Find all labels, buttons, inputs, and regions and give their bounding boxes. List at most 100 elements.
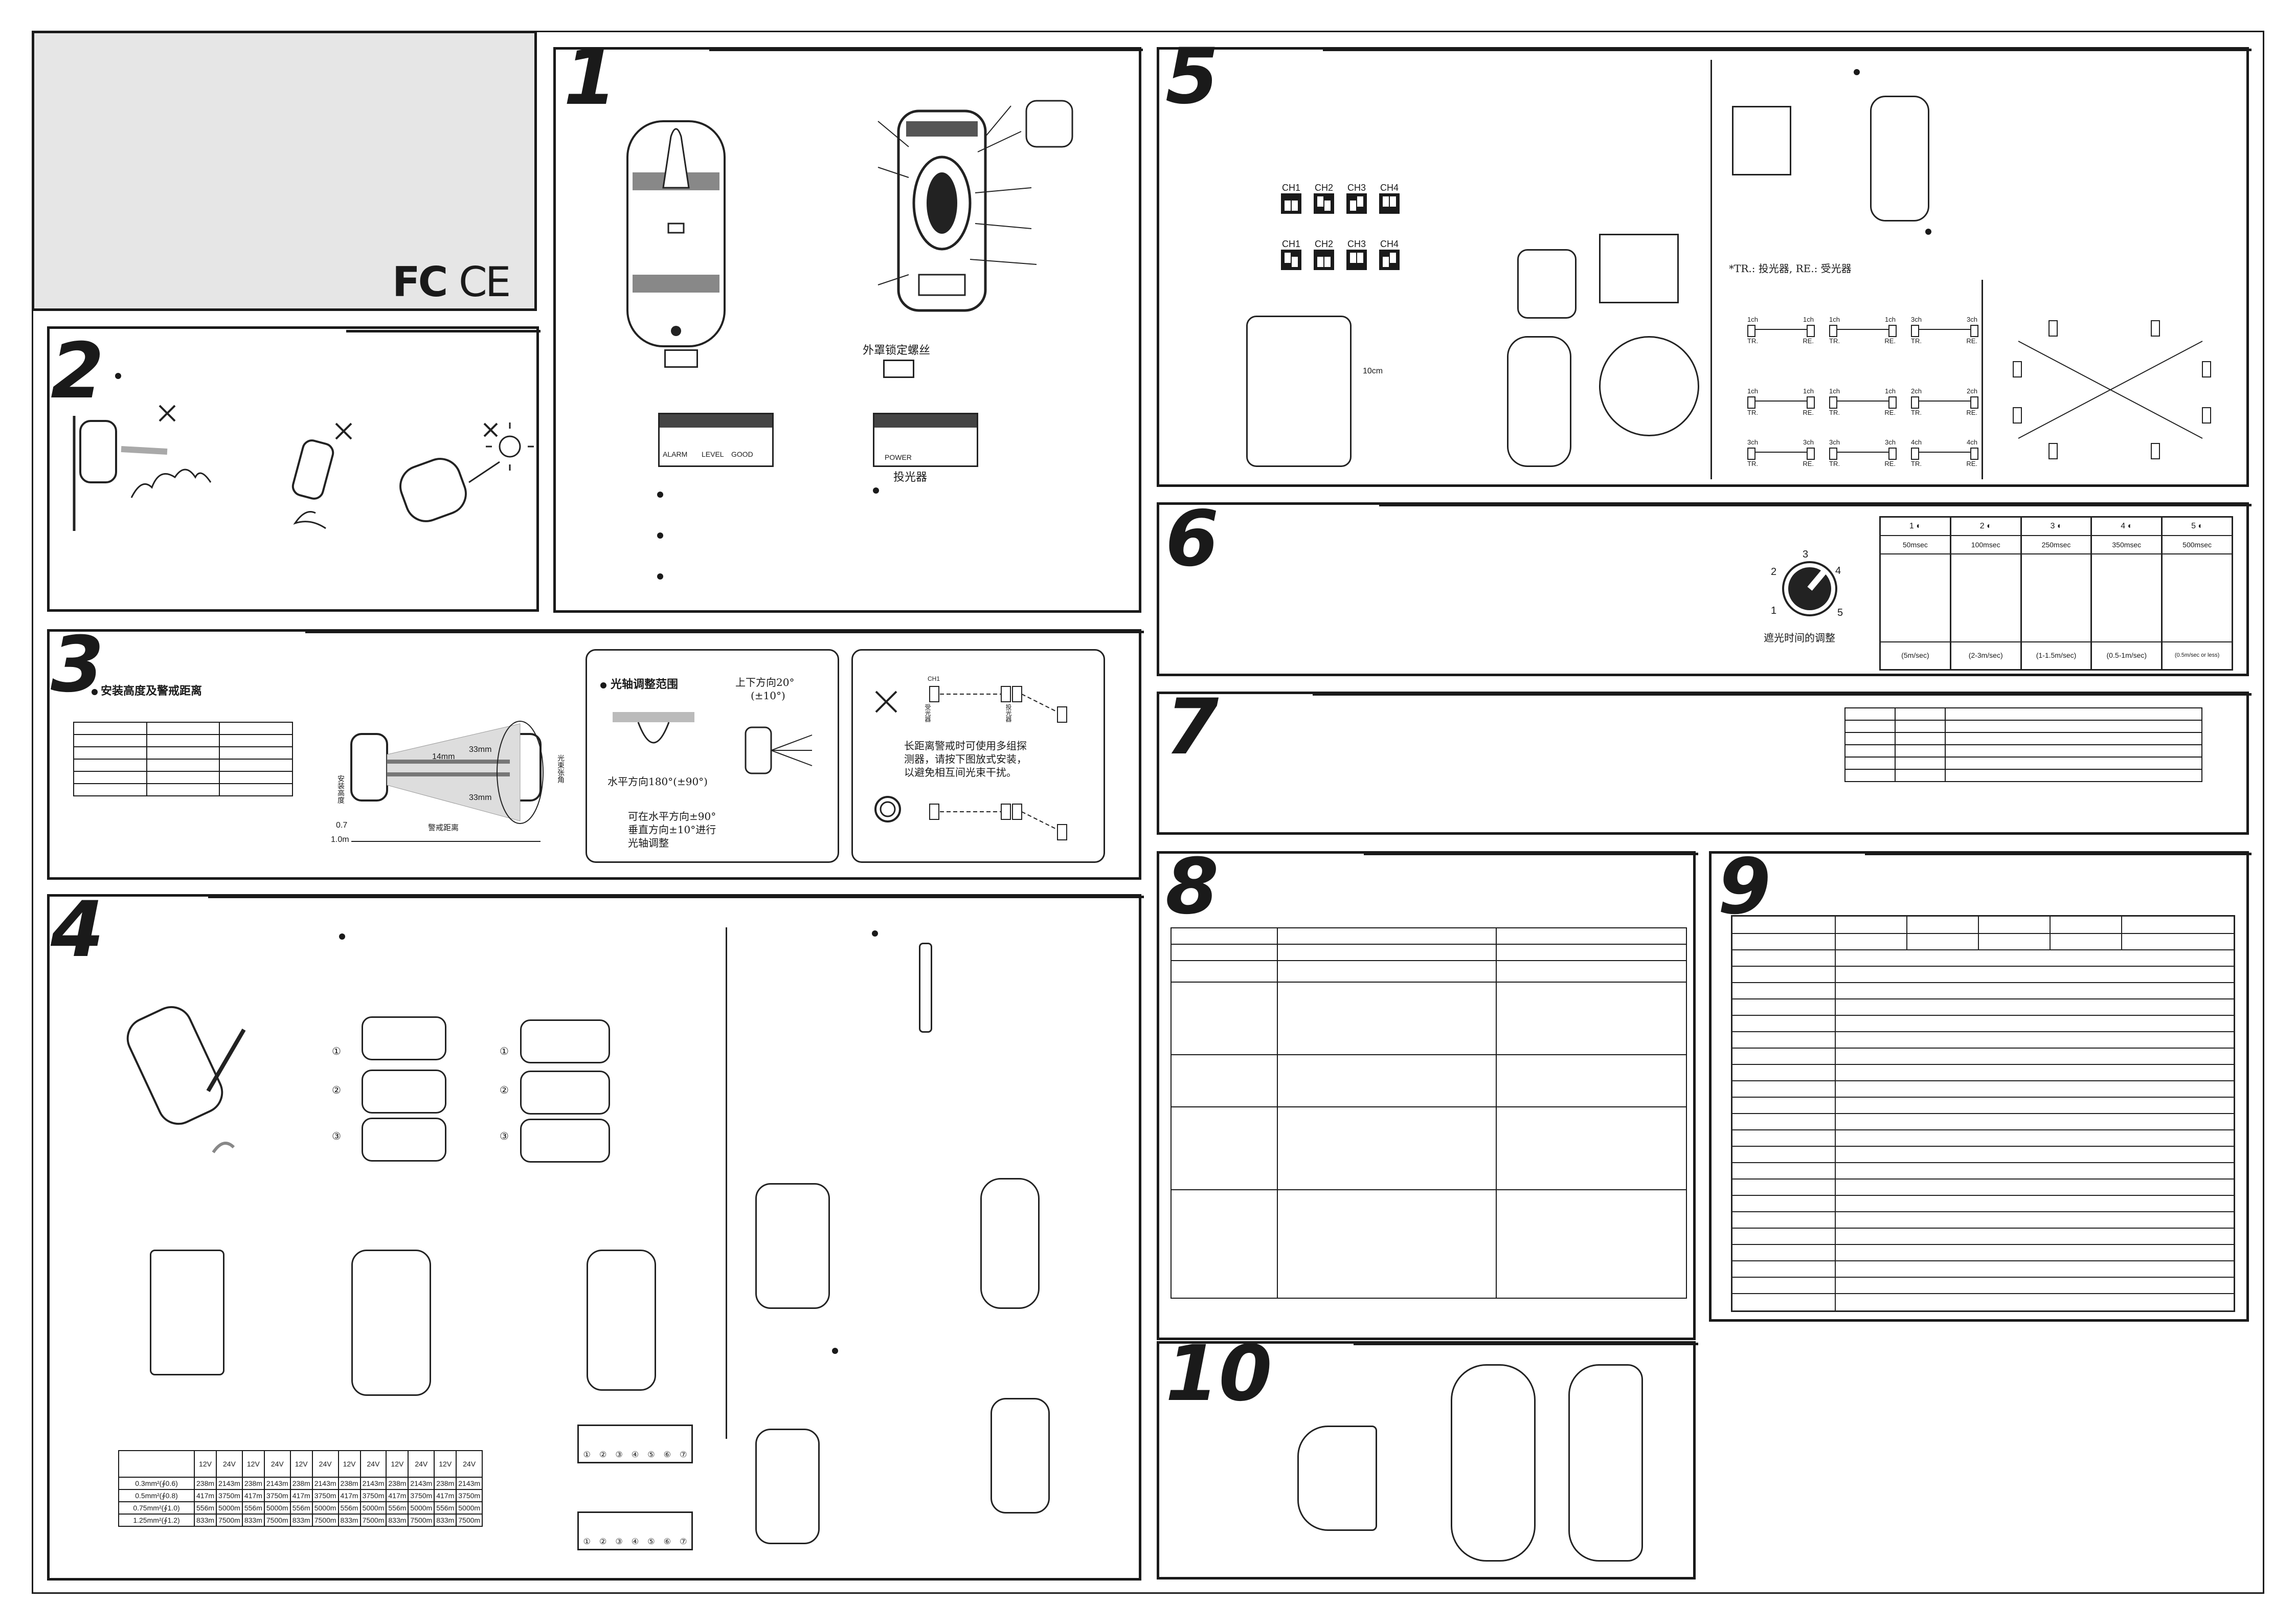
long-range-box: CH1 受光器 投光器 长距离警戒时可使用多组探 测器，请按下图放式安装， 以避… (851, 649, 1105, 863)
detector-mark (1970, 325, 1978, 337)
height-07: 0.7 (336, 821, 348, 830)
dial-number-4: 4 (1835, 565, 1841, 576)
channel-tag: 2ch (1967, 387, 1977, 395)
section-9-number: 9 (1718, 842, 1771, 931)
section-4-panel: 4 ① ② ③ ① ② ③ ① ② ③ ④ ⑤ ⑥ ⑦ (47, 892, 1144, 1581)
terminal-4: ④ (631, 1538, 639, 1546)
role-tag: RE. (1803, 337, 1814, 345)
wire-distance-cell: 5000m (216, 1501, 243, 1515)
bullet (657, 573, 663, 580)
section-2-number: 2 (51, 327, 104, 416)
dip-switch[interactable] (1314, 250, 1334, 270)
beam-line (1835, 452, 1889, 453)
detector-mark (1829, 396, 1837, 409)
wrong-layout-figure (874, 686, 1067, 840)
distance-10cm: 10cm (1363, 367, 1383, 375)
section-3-rule (305, 631, 1144, 633)
adjust-note-2: 垂直方向±10°进行 (628, 824, 716, 836)
role-tag: RE. (1966, 337, 1977, 345)
mode-speed: (0.5-1m/sec) (2106, 651, 2147, 659)
dip-switch[interactable] (1346, 193, 1367, 214)
wire-distance-cell: 2143m (311, 1477, 339, 1490)
voltage-header: 24V (359, 1450, 387, 1478)
section-4-rule (208, 896, 1144, 898)
terminal-7: ⑦ (680, 1451, 687, 1459)
step-a1-figure (362, 1016, 446, 1060)
adjust-note-3: 光轴调整 (628, 837, 669, 849)
shading-mode-column: 3 ◐250msec(1-1.5m/sec) (2020, 518, 2091, 669)
ce-logo: CE (459, 258, 511, 306)
dip-switch[interactable] (1346, 250, 1367, 270)
dip-switch[interactable] (1281, 250, 1301, 270)
side-top-view-figure (1297, 1426, 1377, 1531)
shading-mode-column: 1 ◐50msec(5m/sec) (1881, 518, 1950, 669)
spec-row-line (1732, 1015, 2234, 1016)
detector-mark (1970, 448, 1978, 460)
axis-adjust-figure (613, 712, 813, 774)
cover-screw-caption: 外罩锁定螺丝 (863, 344, 931, 357)
beam-line (1917, 401, 1971, 402)
wire-distance-cell: 556m (434, 1501, 457, 1515)
bullet (92, 689, 98, 695)
dim-33mm-top: 33mm (469, 745, 492, 754)
terminal-5: ⑤ (647, 1451, 655, 1459)
wire-distance-cell: 3750m (311, 1489, 339, 1502)
voltage-header: 24V (408, 1450, 435, 1478)
channel-tag: 1ch (1885, 387, 1896, 395)
re-label: 受光器 (924, 704, 931, 722)
channel-label-ch2: CH2 (1314, 183, 1333, 193)
wire-distance-cell: 5000m (456, 1501, 483, 1515)
spec-column-line (1978, 917, 1979, 949)
wire-gauge-label: 0.5mm²(∮0.8) (118, 1489, 195, 1502)
spec-row-line (1732, 1195, 2234, 1196)
role-tag: RE. (1803, 460, 1814, 468)
wire-distance-cell: 3750m (456, 1489, 483, 1502)
spec-row-line (1732, 1031, 2234, 1032)
spec-row-line (1732, 1129, 2234, 1130)
beam-line (1753, 401, 1808, 402)
side-dimension-figure (1568, 1364, 1643, 1562)
voltmeter-figure (1732, 106, 1791, 175)
channel-dips-row-1: CH1 CH2 CH3 CH4 (1277, 183, 1404, 214)
bullet (873, 487, 879, 494)
open-cover-figure (126, 1006, 246, 1153)
dip-switch[interactable] (1379, 250, 1400, 270)
dip-switch[interactable] (1379, 193, 1400, 214)
voltage-header: 12V (193, 1450, 217, 1478)
dial-caption: 遮光时间的调整 (1764, 632, 1835, 644)
fcc-logo: FC (392, 258, 448, 306)
beam-angle-label: 光束张角 (557, 754, 565, 783)
voltage-header: 12V (337, 1450, 361, 1478)
wire-distance-cell: 417m (434, 1489, 457, 1502)
shading-mode-table: 1 ◐50msec(5m/sec)2 ◐100msec(2-3m/sec)3 ◐… (1879, 516, 2233, 671)
section-8-rule (1364, 853, 1698, 855)
wire-distance-cell: 3750m (408, 1489, 435, 1502)
height-10: 1.0m (331, 835, 349, 844)
shading-time-dial[interactable] (1782, 561, 1837, 616)
wire-distance-cell: 238m (434, 1477, 457, 1490)
dip-switch[interactable] (1314, 193, 1334, 214)
spec-row-line (1732, 1162, 2234, 1163)
role-tag: TR. (1829, 409, 1840, 416)
wire-distance-table: 12V 24V 12V 24V 12V 24V 12V 24V 12V 24V … (118, 1450, 483, 1527)
long-range-note-1: 长距离警戒时可使用多组探 (904, 740, 1027, 752)
terminal-4: ④ (631, 1451, 639, 1459)
channel-tag: 1ch (1747, 316, 1758, 323)
section-5-subdivider (1982, 280, 1983, 479)
channel-label-ch3: CH3 (1347, 239, 1366, 249)
vertical-tolerance: (±10°) (751, 689, 785, 702)
wire-distance-cell: 556m (193, 1501, 217, 1515)
section-10-rule (1354, 1343, 1698, 1345)
dial-number-2: 2 (1771, 566, 1777, 577)
section-7-panel: 7 (1157, 683, 2252, 835)
dip-switch[interactable] (1281, 193, 1301, 214)
terminal-7: ⑦ (680, 1538, 687, 1546)
channel-tag: 2ch (1911, 387, 1922, 395)
detector-mark (1888, 396, 1897, 409)
section-7-number: 7 (1165, 683, 1219, 772)
power-led-label: POWER (885, 453, 912, 461)
